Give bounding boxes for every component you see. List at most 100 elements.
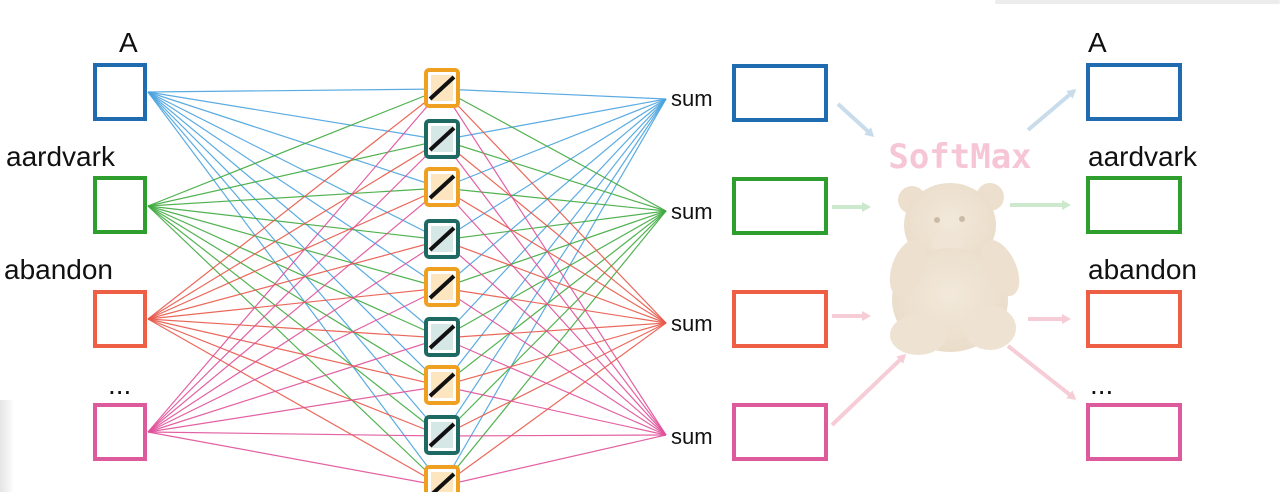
edge-hidden-6-to-sum-1	[441, 210, 667, 387]
edge-input-3-to-hidden-2	[147, 187, 443, 433]
output-box-a	[1086, 63, 1182, 121]
sum-box-4	[732, 403, 828, 461]
input-box-aardvark	[93, 176, 147, 234]
edge-hidden-8-to-sum-1	[441, 210, 667, 487]
input-label-ellipsis: ...	[108, 369, 131, 400]
sum-label-2: sum	[671, 199, 713, 224]
edge-input-1-to-hidden-3	[147, 205, 443, 241]
edge-input-1-to-hidden-4	[147, 205, 443, 289]
edge-input-0-to-hidden-6	[147, 91, 443, 387]
edge-input-3-to-hidden-6	[147, 385, 443, 433]
edge-input-0-to-hidden-8	[147, 91, 443, 487]
activation-icon-2	[424, 119, 460, 159]
activation-icon-7	[424, 365, 460, 405]
output-label-ellipsis: ...	[1090, 369, 1113, 400]
edge-hidden-5-to-sum-3	[441, 337, 667, 436]
edge-hidden-3-to-sum-0	[441, 98, 667, 241]
edge-hidden-0-to-sum-0	[441, 88, 667, 100]
sum-label-3: sum	[671, 311, 713, 336]
edge-hidden-4-to-sum-3	[441, 287, 667, 436]
edge-hidden-8-to-sum-2	[441, 322, 667, 487]
output-label-aardvark: aardvark	[1088, 141, 1198, 172]
sum-label-1: sum	[671, 86, 713, 111]
activation-icon-8	[424, 415, 460, 455]
edge-input-3-to-hidden-4	[147, 287, 443, 433]
edge-hidden-2-to-sum-2	[441, 187, 667, 324]
edge-hidden-7-to-sum-1	[441, 210, 667, 437]
edge-input-2-to-hidden-6	[147, 318, 443, 387]
edge-hidden-1-to-sum-0	[441, 98, 667, 141]
activation-icon-4	[424, 219, 460, 259]
edge-hidden-7-to-sum-0	[441, 98, 667, 437]
edge-input-3-to-hidden-8	[147, 431, 443, 487]
edge-hidden-4-to-sum-2	[441, 287, 667, 324]
activation-icon-5	[424, 267, 460, 307]
activation-icon-6	[424, 317, 460, 357]
activation-icon-9	[424, 465, 460, 492]
arrow-in-4	[830, 353, 907, 427]
output-box-ellipsis	[1086, 403, 1182, 461]
arrow-out-1	[1026, 89, 1077, 132]
activation-column	[424, 68, 460, 492]
edge-hidden-3-to-sum-2	[441, 239, 667, 324]
edge-input-1-to-hidden-6	[147, 205, 443, 387]
edge-input-1-to-hidden-5	[147, 205, 443, 339]
input-label-abandon: abandon	[4, 254, 113, 285]
edge-input-0-to-hidden-2	[147, 91, 443, 189]
input-label-a: A	[119, 27, 138, 58]
edge-input-3-to-hidden-5	[147, 337, 443, 433]
edge-input-0-to-hidden-3	[147, 91, 443, 241]
edge-hidden-3-to-sum-3	[441, 239, 667, 436]
arrow-in-1	[836, 102, 875, 138]
edge-input-2-to-hidden-8	[147, 318, 443, 487]
edge-hidden-8-to-sum-0	[441, 98, 667, 487]
edge-input-2-to-hidden-2	[147, 187, 443, 320]
edge-input-0-to-hidden-5	[147, 91, 443, 339]
edge-hidden-0-to-sum-2	[441, 88, 667, 324]
edge-hidden-2-to-sum-1	[441, 187, 667, 212]
edge-input-1-to-hidden-1	[147, 139, 443, 207]
edge-hidden-7-to-sum-2	[441, 322, 667, 437]
edge-hidden-5-to-sum-0	[441, 98, 667, 339]
output-box-aardvark	[1086, 176, 1182, 234]
sum-box-1	[732, 64, 828, 122]
edge-input-2-to-hidden-5	[147, 318, 443, 339]
edge-input-1-to-hidden-0	[147, 88, 443, 207]
left-edge-shadow	[0, 400, 14, 492]
teddy-bear-image	[889, 183, 1020, 355]
edge-input-1-to-hidden-8	[147, 205, 443, 487]
edge-input-2-to-hidden-0	[147, 88, 443, 320]
edge-hidden-7-to-sum-3	[441, 434, 667, 437]
edge-hidden-5-to-sum-1	[441, 210, 667, 339]
edge-input-3-to-hidden-7	[147, 431, 443, 437]
activation-icon-1	[424, 68, 460, 108]
edge-hidden-2-to-sum-0	[441, 98, 667, 189]
edge-hidden-1-to-sum-3	[441, 139, 667, 436]
arrow-out-4	[1006, 344, 1077, 400]
edge-input-0-to-hidden-1	[147, 91, 443, 141]
edge-input-0-to-hidden-7	[147, 91, 443, 437]
edge-input-2-to-hidden-4	[147, 287, 443, 320]
edge-hidden-4-to-sum-0	[441, 98, 667, 289]
edge-input-3-to-hidden-3	[147, 239, 443, 433]
edge-hidden-6-to-sum-0	[441, 98, 667, 387]
edge-input-1-to-hidden-2	[147, 187, 443, 207]
edge-input-2-to-hidden-3	[147, 239, 443, 320]
input-label-aardvark: aardvark	[6, 141, 116, 172]
sum-box-3	[732, 290, 828, 348]
edge-hidden-8-to-sum-3	[441, 434, 667, 487]
edge-input-1-to-hidden-7	[147, 205, 443, 437]
edge-input-2-to-hidden-7	[147, 318, 443, 437]
edge-hidden-0-to-sum-3	[441, 88, 667, 436]
edge-hidden-5-to-sum-2	[441, 322, 667, 339]
edge-hidden-4-to-sum-1	[441, 210, 667, 289]
edge-hidden-0-to-sum-1	[441, 88, 667, 212]
connection-lines	[147, 88, 667, 487]
edge-input-3-to-hidden-1	[147, 139, 443, 433]
activation-icon-3	[424, 167, 460, 207]
edge-hidden-1-to-sum-1	[441, 139, 667, 212]
input-box-a	[93, 63, 147, 121]
edge-input-0-to-hidden-4	[147, 91, 443, 289]
edge-hidden-6-to-sum-2	[441, 322, 667, 387]
